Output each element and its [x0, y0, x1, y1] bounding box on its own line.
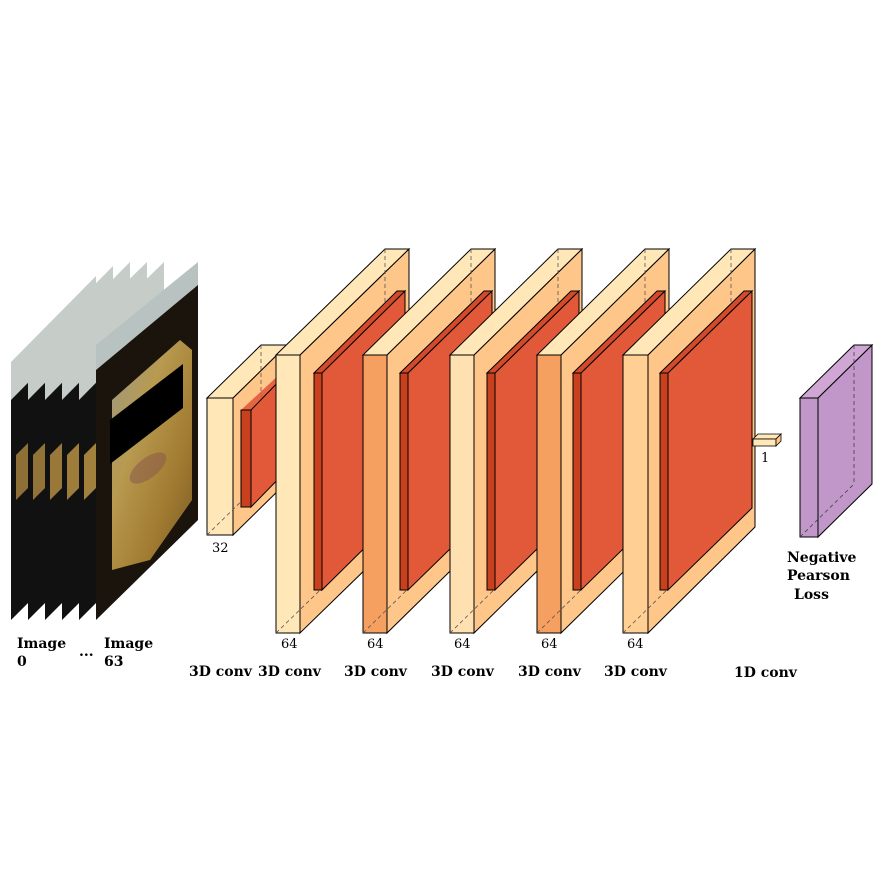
loss-label-line3: Loss — [794, 587, 829, 603]
input-last-label-line2: 63 — [104, 654, 123, 670]
input-first-label-line1: Image — [17, 636, 66, 652]
conv6-channels: 64 — [627, 637, 644, 652]
conv2-channels: 64 — [281, 637, 298, 652]
conv4-op-label: 3D conv — [431, 664, 495, 680]
censor-bar — [110, 364, 183, 464]
conv4-channels: 64 — [454, 637, 471, 652]
conv1-channels: 32 — [212, 541, 229, 556]
conv3-op-label: 3D conv — [344, 664, 408, 680]
input-frame-stack — [11, 262, 198, 620]
input-frame-front — [96, 262, 198, 620]
conv5-op-label: 3D conv — [518, 664, 582, 680]
conv1-op-label: 3D conv — [189, 664, 253, 680]
conv6-op-label: 3D conv — [604, 664, 668, 680]
loss-block — [798, 343, 874, 539]
input-first-label-line2: 0 — [17, 654, 27, 670]
conv-block-1 — [205, 343, 289, 537]
conv2-op-label: 3D conv — [258, 664, 322, 680]
conv-block-6 — [621, 247, 757, 635]
conv1d-channels: 1 — [761, 451, 769, 466]
input-last-label-line1: Image — [104, 636, 153, 652]
loss-label-line2: Pearson — [787, 568, 850, 584]
conv1d-block — [752, 433, 782, 447]
conv3-channels: 64 — [367, 637, 384, 652]
loss-label-line1: Negative — [787, 550, 856, 566]
input-ellipsis: ... — [79, 644, 94, 660]
conv5-channels: 64 — [541, 637, 558, 652]
conv1d-op-label: 1D conv — [734, 665, 798, 681]
